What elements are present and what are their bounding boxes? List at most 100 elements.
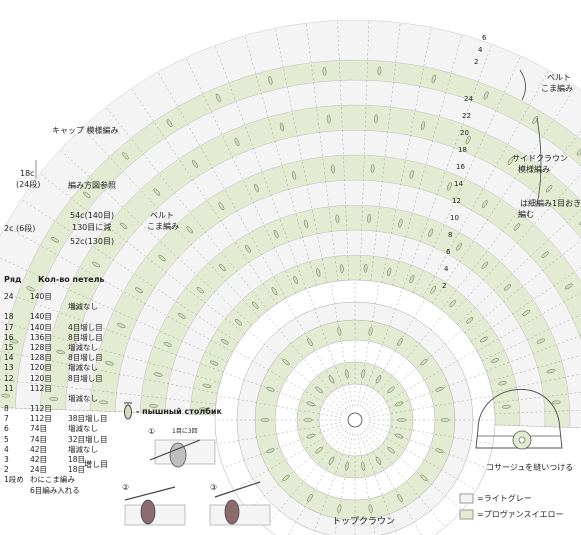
row-number-label: 14 (454, 180, 463, 188)
puff-stitch-mark (279, 122, 284, 132)
table-note: 38目増し目 (68, 414, 108, 424)
crown-stitch-line (330, 282, 353, 407)
table-note: 8目増し目 (68, 373, 103, 383)
step1-note: 1目に3回 (172, 428, 198, 435)
side-crown-sub-label: 模様編み (518, 165, 550, 174)
fan-stitch-line (185, 57, 296, 294)
puff-stitch-mark (252, 301, 259, 309)
puff-stitch-mark (234, 319, 243, 326)
crown-stitch-line (247, 329, 345, 412)
puff-stitch-mark (291, 171, 297, 180)
fan-stitch-line (306, 22, 339, 282)
fan-stitch-line (422, 70, 550, 298)
crown-stitch-line (363, 312, 446, 410)
fan-stitch-line (392, 34, 463, 286)
puff-stitch-mark (435, 386, 444, 392)
fan-stitch-line (131, 88, 277, 305)
puff-stitch-mark (498, 381, 507, 386)
puff-stitch-mark (306, 401, 316, 407)
crown-stitch-line (367, 426, 477, 491)
crown-stitch-line (359, 433, 398, 535)
puff-stitch-mark (375, 375, 382, 384)
puff-stitch-mark (153, 188, 161, 196)
table-note: 増減なし (68, 393, 98, 403)
crown-stitch-line (368, 395, 493, 418)
table-row-number: 11 (4, 383, 14, 393)
puff-stitch-mark (328, 456, 335, 465)
puff-stitch-mark (387, 386, 395, 393)
table-note: 増減なし (68, 342, 98, 352)
table-row-number: 13 (4, 363, 14, 373)
crown-stitch-line (217, 422, 342, 445)
table-row: 11 112目 (4, 384, 108, 394)
side-crown-bracket (536, 117, 542, 206)
fan-stitch-line (21, 199, 239, 343)
puff-stitch-mark (545, 185, 553, 193)
table-stitch-count: 128目 (30, 353, 52, 363)
puff-stitch-label: - пышный столбик (136, 407, 222, 416)
note-label: は細編み1目おきに (520, 199, 581, 208)
table-stitch-count: 120目 (30, 373, 52, 383)
puff-stitch-mark (234, 137, 240, 147)
puff-stitch-mark (397, 338, 403, 346)
row-number-label: 20 (460, 129, 469, 137)
puff-stitch-mark (293, 275, 299, 285)
puff-stitch-mark (344, 369, 349, 379)
puff-stitch-mark (120, 222, 128, 230)
puff-stitch-mark (449, 299, 456, 308)
table-stitch-count: 140目 (30, 322, 52, 332)
crown-stitch-line (233, 426, 343, 491)
crown-stitch-line (306, 288, 351, 407)
crown-stitch-line (367, 349, 477, 414)
puff-stitch-mark (122, 152, 129, 160)
legend-light-label: =ライトグレー (477, 494, 532, 503)
table-note: 増減なし (68, 363, 98, 373)
puff-stitch-mark (536, 338, 546, 344)
puff-stitch-mark (202, 383, 212, 388)
row-number-label: 8 (448, 231, 453, 239)
magic-ring (347, 412, 363, 428)
cap-rows-label: (24段) (16, 180, 41, 189)
row-number-label: 4 (478, 46, 483, 54)
crown-stitch-line (361, 432, 422, 535)
step3-hook (214, 481, 261, 498)
crown-stitch-line (264, 430, 347, 528)
puff-stitch-icon (124, 402, 132, 420)
puff-stitch-mark (209, 360, 219, 366)
puff-stitch-mark (522, 310, 531, 316)
puff-stitch-mark (409, 170, 414, 179)
puff-stitch-mark (1, 393, 11, 398)
row-number-label: 16 (456, 163, 465, 171)
puff-stitch-mark (507, 157, 514, 166)
table-row-number: 12 (4, 373, 14, 383)
crown-stitch-line (365, 329, 463, 412)
puff-stitch-mark (456, 242, 462, 251)
puff-stitch-mark (513, 223, 521, 231)
puff-stitch-mark (374, 114, 378, 124)
fan-stitch-line (244, 35, 317, 286)
step2-loop (140, 499, 156, 525)
fan-band (64, 130, 581, 411)
puff-stitch-mark (368, 504, 373, 513)
puff-stitch-mark (367, 214, 371, 223)
table-stitch-count: 128目 (30, 342, 52, 352)
table-stitch-count: 74目 (30, 424, 48, 434)
step3-loop (224, 499, 240, 525)
puff-stitch-mark (83, 191, 91, 199)
puff-stitch-mark (344, 461, 349, 471)
cap-height-label: 18c (20, 169, 35, 178)
corsage-label: コサージュを縫いつける (486, 463, 574, 472)
puff-stitch-mark (466, 317, 474, 324)
step-illustrations (124, 439, 271, 526)
crown-stitch-line (368, 424, 487, 469)
puff-stitch-mark (271, 287, 278, 295)
step3-yarn (209, 504, 271, 526)
table-stitch-count: 74目 (30, 434, 48, 444)
puff-stitch-mark (254, 183, 259, 193)
puff-stitch-mark (117, 323, 126, 328)
table-stitch-count: 112目 (30, 383, 52, 393)
table-row-number: 7 (4, 414, 9, 424)
puff-stitch-mark (186, 226, 193, 234)
